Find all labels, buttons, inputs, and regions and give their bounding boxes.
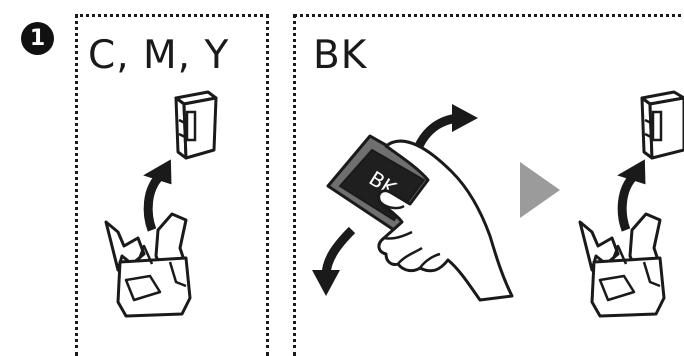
color-cartridges-title: C, M, Y bbox=[88, 33, 230, 78]
black-cartridge-panel bbox=[293, 14, 684, 356]
instruction-illustration: 1 C, M, Y BK bbox=[21, 14, 684, 356]
black-cartridge-title: BK bbox=[313, 33, 368, 78]
color-cartridges-panel bbox=[75, 14, 269, 356]
step-number-badge: 1 bbox=[21, 22, 54, 55]
